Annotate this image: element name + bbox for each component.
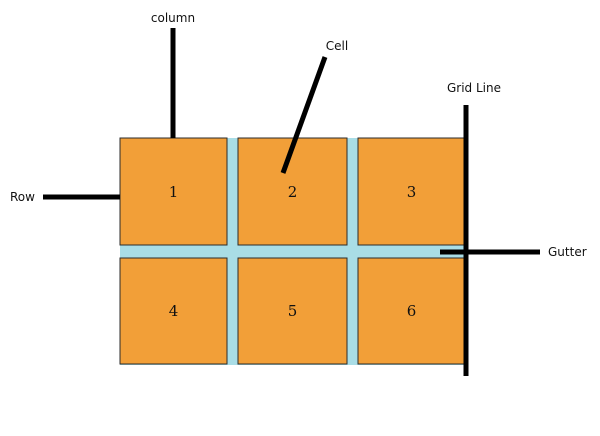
grid-cell-box	[237, 257, 348, 365]
grid-cell-box	[237, 137, 348, 246]
grid-cell-4: 4	[119, 257, 228, 365]
grid-cell-label: 6	[407, 302, 417, 320]
grid-cell-3: 3	[357, 137, 466, 246]
grid-cell-6: 6	[357, 257, 466, 365]
grid-cell-label: 4	[169, 302, 179, 320]
grid-cell-1: 1	[119, 137, 228, 246]
grid-cell-label: 5	[288, 302, 298, 320]
column-callout-label: column	[151, 11, 195, 25]
grid-cell-box	[357, 137, 466, 246]
grid-cell-box	[357, 257, 466, 365]
cell-callout-label: Cell	[326, 39, 348, 53]
grid-cell-box	[119, 257, 228, 365]
grid-cell-box	[119, 137, 228, 246]
grid-cell-label: 1	[169, 183, 179, 201]
grid-cell-2: 2	[237, 137, 348, 246]
grid-cell-label: 3	[407, 183, 417, 201]
grid-line-callout-label: Grid Line	[447, 81, 501, 95]
cell-pointer-line	[280, 56, 328, 174]
grid-cell-label: 2	[288, 183, 298, 201]
gutter-callout-label: Gutter	[548, 245, 587, 259]
grid-cell-5: 5	[237, 257, 348, 365]
row-callout-label: Row	[10, 190, 35, 204]
